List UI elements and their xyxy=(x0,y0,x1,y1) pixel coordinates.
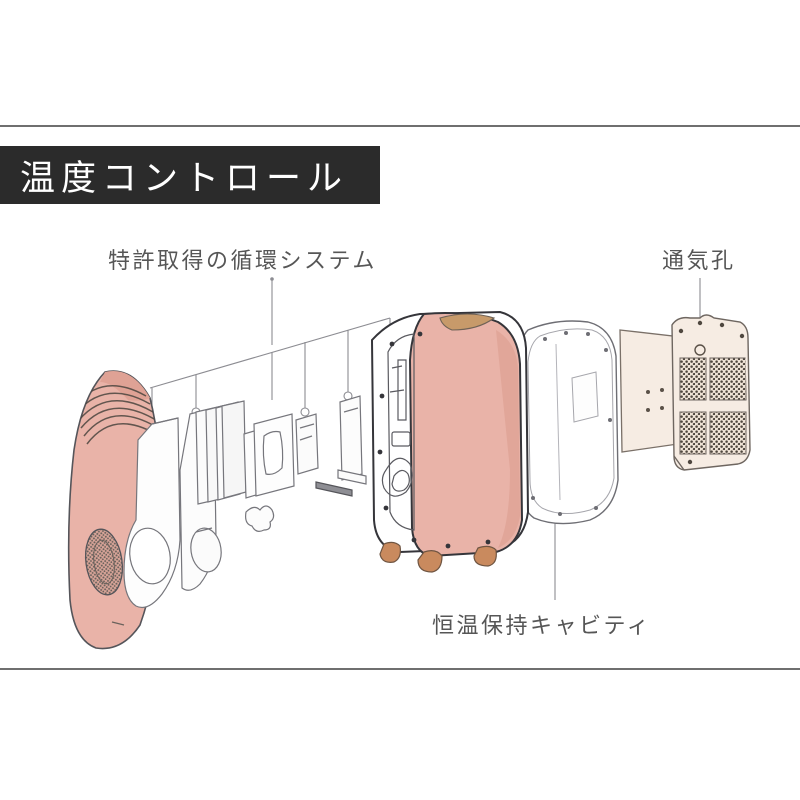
part-rear-shell xyxy=(517,320,619,525)
leader-line-thermal-cavity xyxy=(551,512,559,600)
part-internal-assembly xyxy=(123,395,367,609)
frame-rule-top xyxy=(0,125,800,127)
annotation-vent-hole: 通気孔 xyxy=(662,249,736,274)
page-title: 温度コントロール xyxy=(20,158,349,199)
frame-rule-bottom xyxy=(0,668,800,670)
part-main-body xyxy=(370,310,530,573)
annotation-circulation-system: 特許取得の循環システム xyxy=(108,249,377,274)
annotation-thermal-cavity: 恒温保持キャビティ xyxy=(432,614,652,639)
title-banner: 温度コントロール xyxy=(0,146,380,204)
part-vented-back-panel xyxy=(671,314,751,471)
